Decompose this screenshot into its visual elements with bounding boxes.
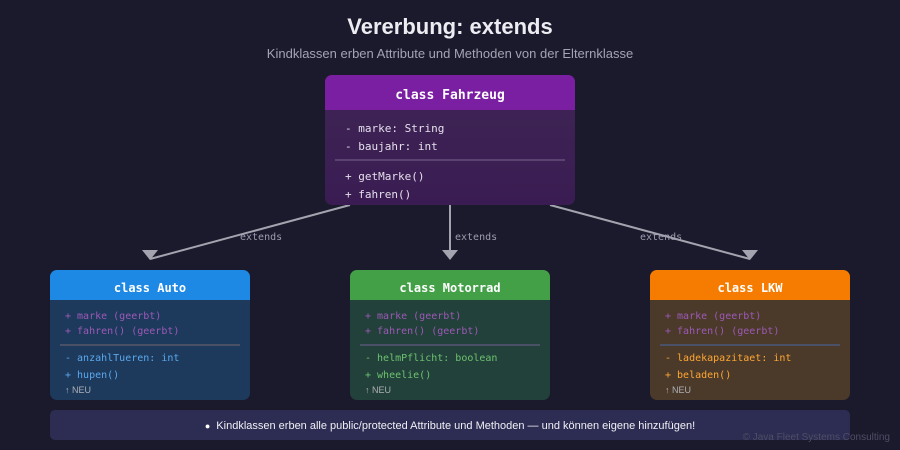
own-attribute: - helmPflicht: boolean <box>365 353 498 364</box>
link-lkw <box>549 204 751 260</box>
inherited-member: + marke (geerbt) <box>665 311 762 322</box>
class-name: class Auto <box>50 270 250 300</box>
extends-label-auto: extends <box>240 232 282 243</box>
new-marker: ↑ NEU <box>365 385 392 395</box>
lightbulb-icon: ● <box>204 421 211 431</box>
inherited-member: + fahren() (geerbt) <box>365 326 480 337</box>
inherited-member: + marke (geerbt) <box>65 311 162 322</box>
new-marker: ↑ NEU <box>65 385 92 395</box>
link-auto <box>149 204 351 260</box>
diagram-title: Vererbung: extends <box>347 14 553 39</box>
copyright-footer: © Java Fleet Systems Consulting <box>742 432 890 443</box>
arrowhead-motorrad-icon <box>442 250 458 260</box>
info-note: ● Kindklassen erben alle public/protected… <box>50 410 850 440</box>
class-name: class LKW <box>650 270 850 300</box>
own-attribute: - anzahlTueren: int <box>65 353 180 364</box>
class-name: class Fahrzeug <box>325 75 575 110</box>
divider <box>335 159 565 161</box>
divider <box>660 344 840 346</box>
attribute: - baujahr: int <box>345 140 438 153</box>
extends-label-motorrad: extends <box>455 232 497 243</box>
arrowhead-auto-icon <box>142 250 158 260</box>
extends-label-lkw: extends <box>640 232 682 243</box>
note-text: Kindklassen erben alle public/protected … <box>216 420 696 432</box>
own-method: + hupen() <box>65 370 120 381</box>
own-attribute: - ladekapazitaet: int <box>665 353 792 364</box>
class-box-motorrad: class Motorrad + marke (geerbt) + fahren… <box>350 270 550 400</box>
arrowhead-lkw-icon <box>742 250 758 260</box>
own-method: + beladen() <box>665 370 732 381</box>
method: + getMarke() <box>345 170 425 183</box>
class-name: class Motorrad <box>350 270 550 300</box>
attribute: - marke: String <box>345 122 445 135</box>
class-box-lkw: class LKW + marke (geerbt) + fahren() (g… <box>650 270 850 400</box>
class-box-fahrzeug: class Fahrzeug - marke: String - baujahr… <box>325 75 575 205</box>
new-marker: ↑ NEU <box>665 385 692 395</box>
inherited-member: + marke (geerbt) <box>365 311 462 322</box>
own-method: + wheelie() <box>365 370 432 381</box>
class-box-auto: class Auto + marke (geerbt) + fahren() (… <box>50 270 250 400</box>
method: + fahren() <box>345 188 412 201</box>
divider <box>60 344 240 346</box>
diagram-subtitle: Kindklassen erben Attribute und Methoden… <box>266 46 634 61</box>
inherited-member: + fahren() (geerbt) <box>65 326 180 337</box>
inherited-member: + fahren() (geerbt) <box>665 326 780 337</box>
divider <box>360 344 540 346</box>
